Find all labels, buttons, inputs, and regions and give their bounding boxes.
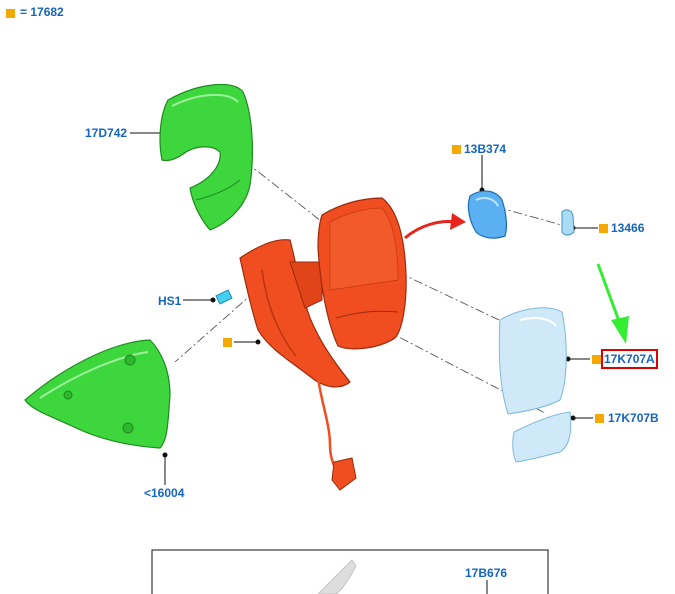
part-label-cover-top[interactable]: 17D742	[85, 126, 128, 140]
green-arrow-icon	[596, 263, 629, 344]
legend-marker-icon	[6, 9, 15, 18]
part-label-glass-main[interactable]: 17K707A	[601, 349, 658, 369]
part-label-motor[interactable]: 13B374	[464, 142, 507, 156]
marker-glass-main-icon	[592, 355, 601, 364]
legend-text: = 17682	[20, 5, 64, 19]
part-label-bulb[interactable]: 13466	[611, 221, 645, 235]
bulb-part[interactable]	[561, 209, 575, 236]
cover-base-part[interactable]	[24, 339, 171, 449]
screw-part[interactable]	[215, 289, 233, 305]
marker-bulb-icon	[599, 224, 608, 233]
part-label-glass-lower[interactable]: 17K707B	[608, 411, 659, 425]
marker-glass-lower-icon	[595, 414, 604, 423]
part-label-cover-base[interactable]: <16004	[144, 486, 185, 500]
lower-reference-box	[151, 549, 549, 594]
part-label-lower-ref[interactable]: 17B676	[465, 566, 508, 580]
glass-lower-part[interactable]	[512, 411, 572, 463]
cover-top-part[interactable]	[159, 83, 253, 231]
housing-bracket-part[interactable]	[239, 239, 357, 491]
marker-housing-icon	[223, 338, 232, 347]
mirror-head-part[interactable]	[317, 197, 407, 350]
red-curved-arrow-icon	[404, 213, 466, 240]
glass-main-part[interactable]	[498, 307, 567, 415]
part-label-screw[interactable]: HS1	[158, 294, 182, 308]
motor-part[interactable]	[467, 190, 508, 239]
marker-motor-icon	[452, 145, 461, 154]
